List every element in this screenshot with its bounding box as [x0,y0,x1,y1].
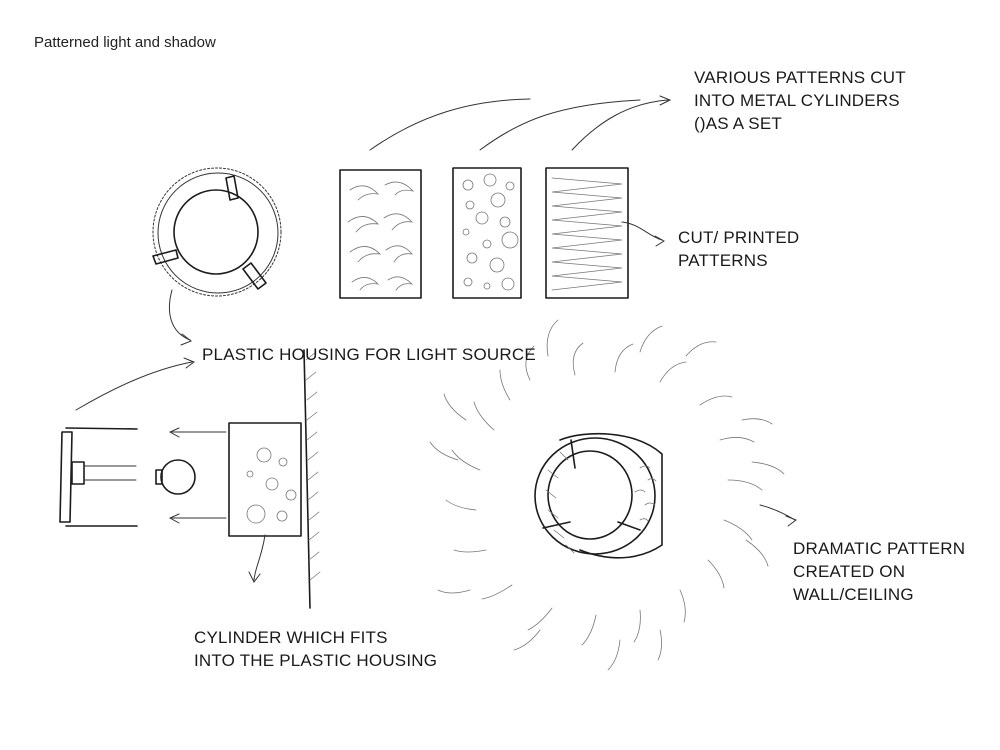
page-title: Patterned light and shadow [34,34,216,51]
label-patterns-set-line3: ()AS A SET [694,114,782,133]
side-assembly-sketch [59,349,321,609]
label-patterns-set: VARIOUS PATTERNS CUT INTO METAL CYLINDER… [694,66,906,135]
label-cut-printed: CUT/ PRINTED PATTERNS [678,226,799,272]
label-dramatic-pattern-line3: WALL/CEILING [793,585,914,604]
label-patterns-set-line1: VARIOUS PATTERNS CUT [694,68,906,87]
housing-ring-sketch [152,167,282,346]
label-cut-printed-line1: CUT/ PRINTED [678,228,800,247]
label-plastic-housing: PLASTIC HOUSING FOR LIGHT SOURCE [202,345,536,364]
pattern-panel-circles [452,167,522,299]
pattern-panel-waves [339,169,422,299]
label-cylinder-fits-line1: CYLINDER WHICH FITS [194,628,388,647]
label-dramatic-pattern-line2: CREATED ON [793,562,906,581]
label-cylinder-fits-line2: INTO THE PLASTIC HOUSING [194,651,438,670]
projected-pattern-sketch [429,319,798,671]
set-arrows [369,95,672,151]
pattern-panel-zigzag [545,167,665,299]
label-cut-printed-line2: PATTERNS [678,251,768,270]
label-dramatic-pattern: DRAMATIC PATTERN CREATED ON WALL/CEILING [793,537,965,606]
label-cylinder-fits: CYLINDER WHICH FITS INTO THE PLASTIC HOU… [194,626,437,672]
label-patterns-set-line2: INTO METAL CYLINDERS [694,91,900,110]
label-dramatic-pattern-line1: DRAMATIC PATTERN [793,539,966,558]
